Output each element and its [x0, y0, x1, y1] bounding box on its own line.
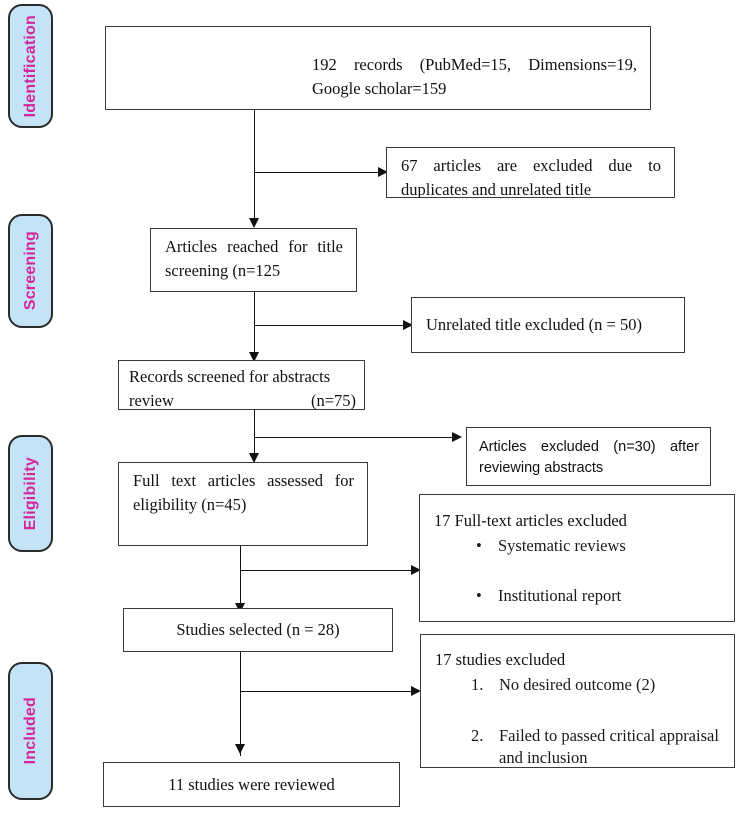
bullet-icon: •: [476, 535, 482, 555]
connector-to-excluded-unrelated-title: [254, 325, 404, 326]
box-excluded-after-abstracts: Articles excluded (n=30) after reviewing…: [466, 427, 711, 486]
box-records-identified: 192 records (PubMed=15, Dimensions=19, G…: [105, 26, 651, 110]
box-excluded-unrelated-title: Unrelated title excluded (n = 50): [411, 297, 685, 353]
box-studies-selected: Studies selected (n = 28): [123, 608, 393, 652]
connector-to-excluded-duplicates: [254, 172, 379, 173]
arrow-to-excluded-after-abstracts: [452, 431, 462, 442]
box-records-abstract-review: Records screened for abstracts review (n…: [118, 360, 365, 410]
connector-screening-trunk: [254, 292, 255, 357]
box-excluded-duplicates: 67 articles are excluded due to duplicat…: [386, 147, 675, 198]
list-item-label: Systematic reviews: [498, 535, 626, 555]
box-excluded-duplicates-text: 67 articles are excluded due to duplicat…: [401, 156, 661, 198]
stage-pill-eligibility: Eligibility: [8, 435, 53, 552]
list-marker: 2.: [471, 726, 484, 746]
arrow-to-abstract-review: [248, 352, 259, 362]
box-excluded-studies: 17 studies excluded 1. No desired outcom…: [420, 634, 735, 768]
box-excluded-unrelated-title-text: Unrelated title excluded (n = 50): [426, 315, 642, 334]
box-records-abstract-review-count: (n=75): [310, 390, 356, 410]
stage-label-identification: Identification: [21, 14, 39, 118]
arrow-to-excluded-unrelated-title: [403, 319, 413, 330]
arrow-to-full-text-assessed: [248, 453, 259, 463]
stage-label-included: Included: [21, 697, 39, 765]
box-records-abstract-review-line1: Records screened for abstracts: [129, 367, 331, 386]
box-excluded-studies-heading: 17 studies excluded: [435, 650, 566, 669]
list-item: • Systematic reviews: [420, 535, 734, 557]
stage-pill-screening: Screening: [8, 214, 53, 328]
connector-identification-trunk: [254, 110, 255, 220]
list-item: • Institutional report: [420, 585, 734, 607]
box-excluded-full-text-heading: 17 Full-text articles excluded: [434, 511, 627, 530]
excluded-studies-list: 1. No desired outcome (2) 2. Failed to p…: [421, 674, 734, 767]
arrow-to-excluded-studies: [411, 685, 421, 696]
connector-final-trunk: [240, 652, 241, 756]
box-records-abstract-review-line2-left: review: [129, 390, 174, 410]
list-marker: 1.: [471, 674, 484, 694]
list-item: 2. Failed to passed critical appraisal a…: [421, 725, 734, 767]
arrow-to-excluded-full-text: [411, 564, 421, 575]
stage-pill-identification: Identification: [8, 4, 53, 128]
box-articles-title-screening-text: Articles reached for title screening (n=…: [165, 237, 343, 280]
box-studies-selected-text: Studies selected (n = 28): [176, 620, 340, 639]
bullet-icon: •: [476, 586, 482, 606]
list-item-label: Institutional report: [498, 586, 622, 606]
connector-eligibility-trunk: [254, 410, 255, 468]
box-excluded-full-text: 17 Full-text articles excluded • Systema…: [419, 494, 735, 622]
box-studies-reviewed-text: 11 studies were reviewed: [168, 775, 335, 794]
box-full-text-assessed-text: Full text articles assessed for eligibil…: [133, 471, 354, 514]
stage-label-screening: Screening: [21, 231, 39, 311]
connector-to-excluded-after-abstracts: [254, 437, 453, 438]
box-full-text-assessed: Full text articles assessed for eligibil…: [118, 462, 368, 546]
list-item-label: Failed to passed critical appraisal and …: [499, 726, 719, 767]
connector-to-excluded-studies: [240, 691, 412, 692]
stage-pill-included: Included: [8, 662, 53, 800]
stage-label-eligibility: Eligibility: [21, 456, 39, 531]
box-excluded-after-abstracts-text: Articles excluded (n=30) after reviewing…: [479, 439, 699, 477]
box-studies-reviewed: 11 studies were reviewed: [103, 762, 400, 807]
list-item-label: No desired outcome (2): [499, 674, 656, 694]
connector-included-trunk: [240, 546, 241, 618]
excluded-full-text-list: • Systematic reviews • Institutional rep…: [420, 535, 734, 608]
arrow-to-excluded-duplicates: [378, 166, 388, 177]
arrow-to-studies-reviewed: [234, 744, 245, 754]
box-articles-title-screening: Articles reached for title screening (n=…: [150, 228, 357, 292]
arrow-to-title-screening: [248, 218, 259, 228]
box-records-identified-text: 192 records (PubMed=15, Dimensions=19, G…: [312, 55, 637, 98]
list-item: 1. No desired outcome (2): [421, 674, 734, 695]
connector-to-excluded-full-text: [240, 570, 412, 571]
